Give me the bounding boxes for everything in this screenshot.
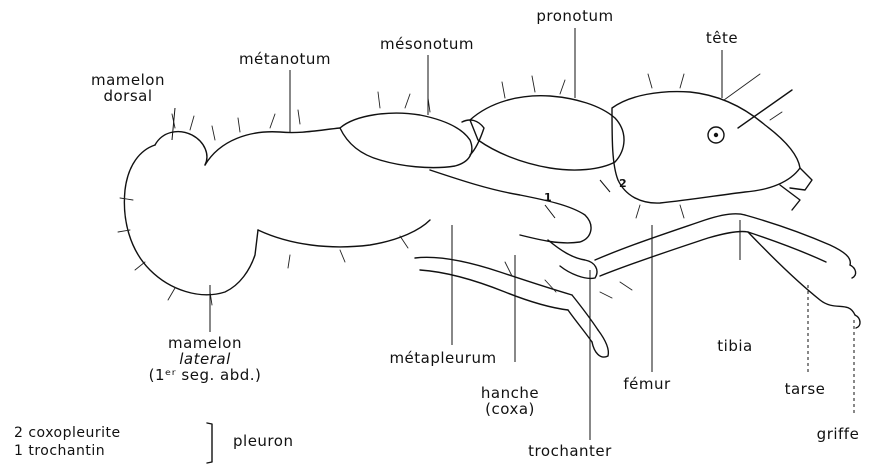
fore-leg-claw [850, 265, 860, 328]
label-mamelon-dorsal-line2: dorsal [103, 88, 152, 104]
marker-1: 1 [544, 190, 552, 206]
label-mamelon-dorsal-line1: mamelon [91, 72, 165, 88]
label-pleuron: pleuron [233, 433, 293, 449]
mid-leg-femur [595, 214, 748, 276]
mesonotum-outline [340, 113, 472, 168]
metanotum-outline [205, 128, 340, 165]
pronotum-outline [470, 96, 624, 170]
label-trochantin: 1 trochantin [14, 443, 105, 459]
pleuron-area [430, 170, 591, 243]
label-mesonotum: mésonotum [380, 36, 474, 52]
pronotum-collar [462, 120, 484, 155]
body-hairs [118, 74, 782, 305]
label-tete: tête [706, 30, 738, 46]
fore-leg-tarsus [748, 232, 855, 315]
label-tarse: tarse [785, 381, 826, 397]
label-mamelon-lateral-line2: lateral [179, 351, 231, 367]
hind-leg-tibia [568, 295, 598, 342]
mouthparts [780, 168, 812, 210]
pleuron-bracket [207, 423, 212, 463]
label-metapleurum: métapleurum [389, 350, 496, 366]
fore-leg-tibia [745, 215, 850, 265]
head-outline [612, 92, 800, 204]
label-trochanter: trochanter [528, 443, 612, 459]
abdomen-outline [124, 145, 258, 295]
label-pronotum: pronotum [536, 8, 613, 24]
hind-leg-tarsus [592, 330, 608, 357]
label-hanche: hanche [481, 385, 539, 401]
label-coxa: (coxa) [485, 401, 535, 417]
label-metanotum: métanotum [239, 51, 331, 67]
coxopleurite-leader [600, 180, 610, 192]
label-mamelon-lateral-line3: (1ᵉʳ seg. abd.) [149, 367, 262, 383]
antenna [738, 90, 792, 128]
trochantin-leader [545, 205, 555, 218]
label-griffe: griffe [817, 426, 860, 442]
label-tibia: tibia [717, 338, 752, 354]
label-mamelon-lateral-line1: mamelon [168, 335, 242, 351]
eye-pupil [714, 133, 718, 137]
label-coxopleurite: 2 coxopleurite [14, 425, 121, 441]
mamelon-dorsal-outline [155, 132, 207, 165]
label-femur: fémur [623, 376, 670, 392]
marker-2: 2 [619, 176, 627, 192]
